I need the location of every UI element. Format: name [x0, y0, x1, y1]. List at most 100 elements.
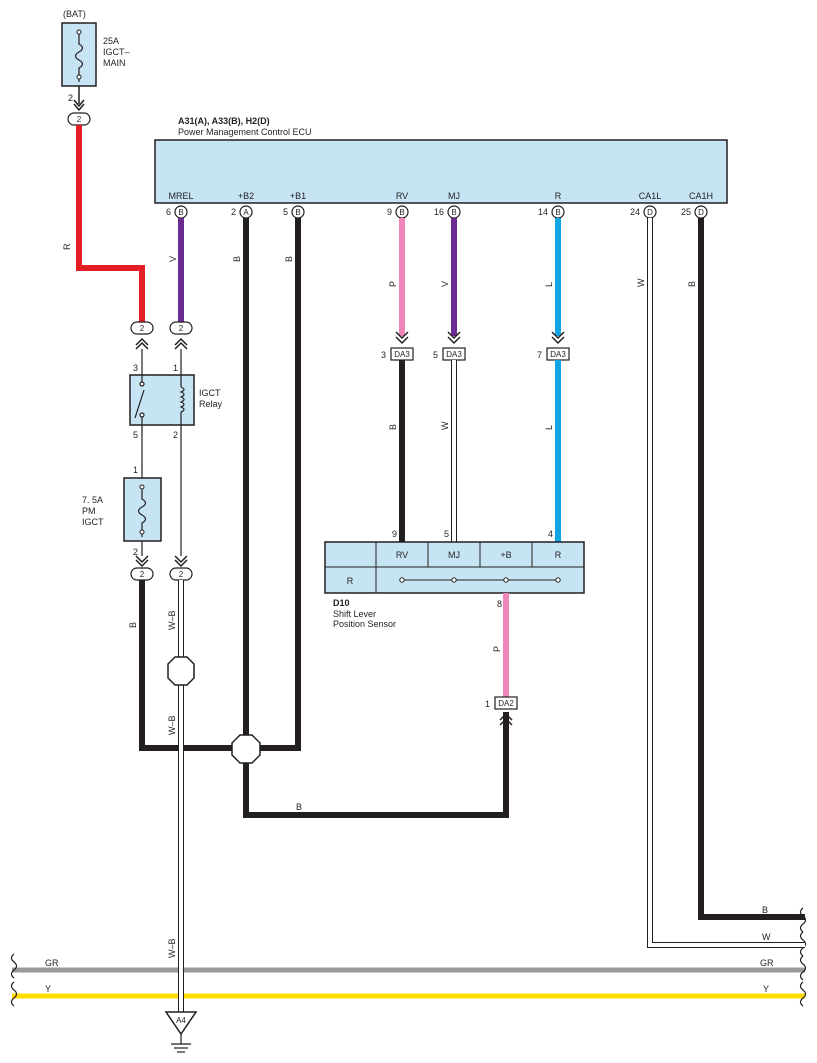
svg-text:6: 6	[166, 207, 171, 217]
bat-fuse-label-3: MAIN	[103, 58, 126, 68]
sensor-pin-8: 8	[497, 599, 502, 609]
sensor-table: RV MJ +B R R	[324, 541, 585, 594]
wire-bottom-loop	[243, 712, 509, 818]
bat-fuse-label-1: 25A	[103, 36, 119, 46]
relay-switch-icon	[134, 375, 145, 425]
relay-pin-1: 1	[173, 363, 178, 373]
svg-text:MREL: MREL	[168, 191, 193, 201]
svg-text:5: 5	[283, 207, 288, 217]
ground-a4: A4	[164, 1011, 198, 1053]
svg-text:R: R	[555, 191, 562, 201]
ecu-box	[154, 139, 728, 204]
svg-text:DA3: DA3	[446, 350, 462, 359]
svg-text:A: A	[243, 208, 249, 217]
svg-text:B: B	[399, 208, 404, 217]
svg-text:2: 2	[140, 324, 145, 333]
bat-connector-label: 2	[77, 115, 82, 124]
svg-text:2: 2	[179, 570, 184, 579]
relay-name-2: Relay	[199, 399, 223, 409]
fuse-pin-2: 2	[133, 547, 138, 557]
fuse-terminal	[76, 74, 82, 80]
wire-r-label: R	[62, 243, 72, 250]
bus-gr-label-right: GR	[760, 958, 774, 968]
svg-text:2: 2	[231, 207, 236, 217]
relay-pin-3: 3	[133, 363, 138, 373]
ecu-title: A31(A), A33(B), H2(D)	[178, 116, 270, 126]
svg-text:14: 14	[538, 207, 548, 217]
wire-r-lower-label: L	[544, 425, 554, 430]
wire-ca1l	[647, 218, 805, 948]
ecu-terminal-mrel: MREL 6 B	[166, 191, 194, 219]
svg-text:D: D	[647, 208, 653, 217]
sensor-pin-5: 5	[444, 529, 449, 539]
sensor-id: D10	[333, 598, 350, 608]
relay-connector-left: 2	[130, 321, 154, 350]
wire-fuse-out-label: B	[128, 622, 138, 628]
svg-text:CA1L: CA1L	[639, 191, 662, 201]
fuse-symbol-icon	[74, 30, 84, 82]
sensor-col-r: R	[555, 550, 562, 560]
da3-connector-r: DA3 7	[537, 331, 570, 361]
svg-text:3: 3	[381, 350, 386, 360]
junction-splice-icon	[231, 734, 261, 764]
wire-ca1h-label: B	[687, 281, 697, 287]
wire-b2-label: B	[232, 256, 242, 262]
wire-mj-label: V	[440, 281, 450, 287]
wire-mrel-label: V	[168, 256, 178, 262]
lower-connector-left: 2	[130, 555, 154, 581]
svg-text:D: D	[698, 208, 704, 217]
fuse-terminal	[76, 29, 82, 35]
svg-text:A4: A4	[176, 1016, 186, 1025]
bus-y-label: Y	[45, 984, 51, 994]
ecu-terminal-ca1l: CA1L 24 D	[630, 191, 662, 219]
fuse-label-2: PM	[82, 506, 96, 516]
ecu-terminal-mj: MJ 16 B	[434, 191, 461, 219]
svg-text:2: 2	[179, 324, 184, 333]
wire-bottom-label: B	[296, 802, 302, 812]
svg-text:24: 24	[630, 207, 640, 217]
svg-text:DA3: DA3	[550, 350, 566, 359]
left-break-mark	[10, 953, 18, 1007]
da2-connector: DA2 1	[485, 696, 518, 726]
connector-arrow-icon	[73, 99, 85, 112]
svg-text:B: B	[178, 208, 183, 217]
svg-text:B: B	[451, 208, 456, 217]
wire-red-bat	[76, 125, 145, 322]
wire-wb-label-2: W–B	[167, 715, 177, 735]
svg-text:+B1: +B1	[290, 191, 306, 201]
da3-connector-mj: DA3 5	[433, 331, 466, 361]
fuse-label-1: 7. 5A	[82, 495, 103, 505]
wire-fuse-out	[139, 580, 232, 751]
lower-connector-right: 2	[169, 555, 193, 581]
svg-text:+B2: +B2	[238, 191, 254, 201]
svg-text:2: 2	[140, 570, 145, 579]
wire-ca1l-label: W	[636, 278, 646, 287]
sensor-pin-9: 9	[392, 529, 397, 539]
da3-connector-rv: DA3 3	[381, 331, 414, 361]
relay-coil-icon	[179, 375, 185, 425]
relay-name-1: IGCT	[199, 388, 221, 398]
ecu-name: Power Management Control ECU	[178, 127, 312, 137]
svg-text:1: 1	[485, 699, 490, 709]
ecu-terminal-rv: RV 9 B	[387, 191, 409, 219]
wire-sensor-out-label: P	[492, 646, 502, 652]
splice-point-icon	[167, 656, 195, 686]
svg-text:16: 16	[434, 207, 444, 217]
bat-pin-out: 2	[68, 93, 73, 103]
sensor-name-2: Position Sensor	[333, 619, 396, 629]
wire-rv-label: P	[388, 281, 398, 287]
fuse-symbol-icon	[137, 485, 147, 537]
wire-b1-label: B	[284, 256, 294, 262]
sensor-pin-4: 4	[548, 529, 553, 539]
sensor-col-b: +B	[500, 550, 511, 560]
wire-mj-lower-label: W	[440, 421, 450, 430]
ecu-terminal-ca1h: CA1H 25 D	[681, 191, 713, 219]
bus-b-label: B	[762, 905, 768, 915]
svg-text:MJ: MJ	[448, 191, 460, 201]
sensor-row-r: R	[347, 576, 354, 586]
bus-gr-label: GR	[45, 958, 59, 968]
wire-r-upper-label: L	[544, 282, 554, 287]
bat-fuse-label-2: IGCT–	[103, 47, 130, 57]
